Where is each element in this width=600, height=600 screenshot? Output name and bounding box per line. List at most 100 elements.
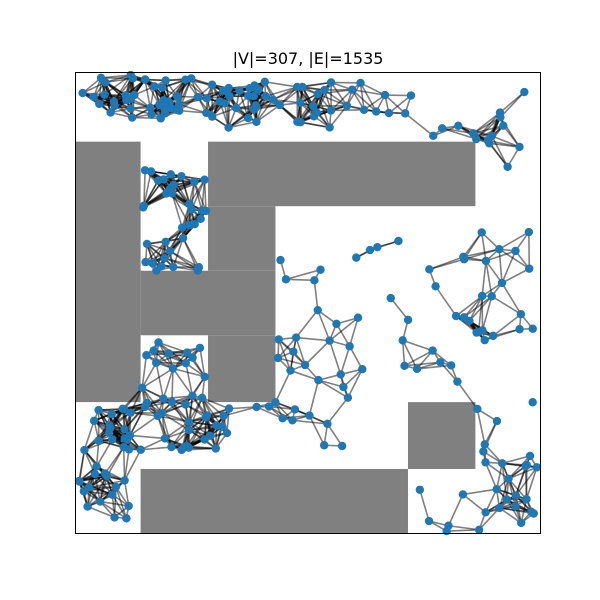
graph-node	[454, 121, 463, 130]
graph-edge	[255, 104, 281, 123]
graph-edge	[329, 317, 359, 342]
graph-edge	[256, 406, 283, 420]
graph-node	[83, 502, 92, 511]
graph-node	[146, 167, 156, 176]
graph-node	[154, 338, 163, 347]
obstacle-3	[208, 141, 476, 207]
graph-node	[488, 331, 498, 341]
graph-node	[193, 92, 202, 102]
graph-edge	[274, 370, 292, 403]
graph-edge	[455, 295, 483, 317]
graph-node	[177, 172, 186, 181]
obstacle-4	[208, 335, 276, 403]
graph-node	[459, 313, 469, 322]
graph-edge	[123, 480, 130, 507]
graph-node	[120, 476, 129, 485]
graph-edge	[162, 368, 174, 399]
graph-node	[205, 431, 215, 441]
graph-edge	[348, 317, 359, 347]
graph-node	[492, 484, 501, 494]
graph-edge	[485, 461, 509, 480]
graph-node	[431, 282, 440, 291]
graph-node	[400, 109, 410, 118]
graph-edge	[190, 77, 224, 92]
graph-edge	[113, 74, 132, 103]
graph-node	[316, 265, 325, 274]
graph-edge	[82, 92, 116, 107]
graph-node	[477, 291, 487, 301]
chart-title: |V|=307, |E|=1535	[233, 49, 384, 68]
graph-edge	[492, 313, 522, 337]
graph-edge	[330, 82, 348, 107]
graph-node	[162, 189, 171, 198]
graph-edge	[140, 446, 172, 451]
graph-node	[498, 459, 507, 468]
graph-edge	[285, 278, 315, 282]
graph-node	[286, 366, 295, 375]
graph-node	[481, 508, 490, 517]
graph-node	[107, 409, 116, 419]
graph-edge	[141, 367, 174, 389]
graph-edge	[285, 268, 321, 281]
graph-node	[128, 113, 137, 122]
graph-edge	[111, 402, 148, 415]
graph-node	[260, 77, 269, 87]
graph-node	[345, 342, 354, 351]
graph-node	[326, 78, 336, 87]
graph-edge	[93, 96, 127, 101]
graph-edge	[146, 243, 174, 268]
graph-node	[281, 275, 291, 284]
obstacle-2	[208, 206, 276, 271]
graph-node	[348, 85, 357, 94]
graph-node	[365, 245, 375, 255]
graph-node	[525, 264, 534, 273]
graph-edge	[507, 455, 531, 480]
graph-node	[323, 419, 332, 429]
graph-edge	[476, 408, 486, 445]
graph-edge	[199, 347, 206, 377]
graph-edge	[401, 340, 406, 366]
graph-node	[159, 175, 168, 184]
graph-edge	[264, 81, 298, 88]
graph-edge	[295, 337, 306, 366]
graph-edge	[295, 309, 319, 339]
graph-node	[90, 469, 100, 479]
graph-node	[167, 104, 176, 113]
graph-edge	[155, 362, 165, 399]
graph-node	[532, 463, 542, 472]
graph-node	[149, 346, 158, 355]
graph-edge	[491, 135, 520, 148]
graph-node	[159, 394, 168, 403]
graph-edge	[330, 89, 353, 112]
graph-node	[207, 80, 217, 89]
graph-edge	[87, 505, 115, 519]
graph-node	[386, 293, 395, 303]
graph-node	[516, 518, 526, 528]
graph-node	[141, 257, 150, 267]
graph-edge	[347, 368, 363, 399]
graph-node	[200, 372, 209, 381]
graph-node	[400, 361, 409, 371]
graph-node	[503, 162, 512, 171]
graph-edge	[172, 367, 205, 378]
graph-edge	[342, 368, 363, 388]
graph-node	[175, 106, 184, 115]
graph-edge	[481, 296, 493, 331]
graph-node	[142, 239, 152, 249]
graph-edge	[317, 309, 331, 341]
graph-node	[495, 503, 504, 513]
graph-edge	[130, 103, 160, 110]
graph-edge	[163, 79, 187, 101]
graph-edge	[123, 449, 130, 481]
graph-node	[184, 425, 194, 435]
graph-edge	[201, 397, 223, 428]
graph-node	[185, 199, 194, 209]
graph-edge	[351, 89, 377, 113]
graph-edge	[131, 103, 160, 119]
obstacle-5	[407, 402, 476, 469]
graph-edge	[434, 285, 457, 317]
graph-node	[511, 246, 520, 256]
graph-node	[300, 360, 310, 370]
graph-edge	[419, 489, 430, 522]
graph-edge	[129, 415, 159, 437]
